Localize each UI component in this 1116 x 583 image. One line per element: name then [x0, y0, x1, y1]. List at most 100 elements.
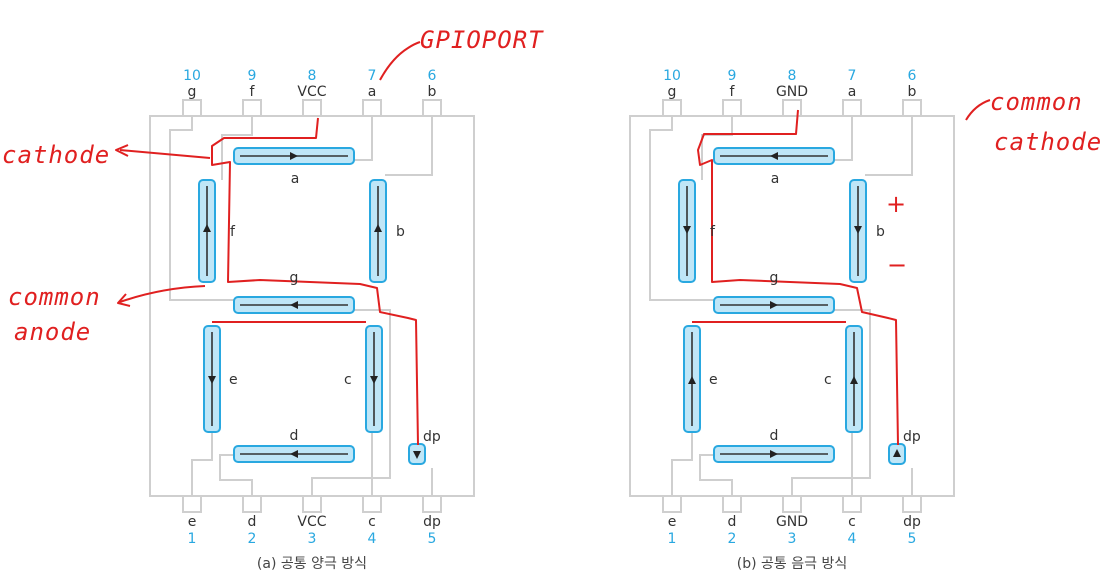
- arrow-up-icon: [688, 376, 696, 384]
- pin-label: dp: [423, 514, 441, 530]
- gpioport-leader-line: [379, 41, 421, 81]
- wire-d: [219, 454, 253, 496]
- pin-label: GND: [776, 84, 808, 100]
- pin-number: 1: [188, 531, 197, 547]
- pin-number: 9: [248, 68, 257, 84]
- arrow-right-icon: [290, 152, 298, 160]
- pin-number: 5: [908, 531, 917, 547]
- segment-label: dp: [903, 429, 921, 445]
- arrow-up-icon: [893, 449, 901, 457]
- pin-box: [722, 99, 742, 117]
- wire-g: [649, 116, 716, 301]
- pin-number: 4: [368, 531, 377, 547]
- arrow-up-icon: [850, 376, 858, 384]
- segment-label: e: [709, 372, 718, 388]
- arrow-down-icon: [208, 376, 216, 384]
- common-anode-arrow-line: [119, 285, 206, 303]
- pin-number: 4: [848, 531, 857, 547]
- wire-e: [671, 432, 693, 496]
- cathode-annotation: cathode: [2, 141, 110, 169]
- pin-number: 3: [308, 531, 317, 547]
- caption-b: (b) 공통 음극 방식: [737, 556, 847, 572]
- pin-box: [842, 99, 862, 117]
- segment-label: a: [291, 171, 300, 187]
- arrow-up-icon: [203, 224, 211, 232]
- segment-label: c: [344, 372, 352, 388]
- pin-label: a: [848, 84, 857, 100]
- segment-label: c: [824, 372, 832, 388]
- pin-box: [302, 99, 322, 117]
- pin-label: f: [250, 84, 256, 100]
- pin-number: 8: [308, 68, 317, 84]
- common-cathode-leader-line: [965, 99, 991, 121]
- pin-box: [662, 495, 682, 513]
- segment-label: dp: [423, 429, 441, 445]
- wire-b: [865, 116, 913, 176]
- pin-label: b: [428, 84, 437, 100]
- red-current-path: [697, 109, 899, 446]
- pin-label: GND: [776, 514, 808, 530]
- pin-box: [422, 99, 442, 117]
- pin-label: d: [728, 514, 737, 530]
- segment-label: f: [230, 224, 236, 240]
- pin-box: [902, 495, 922, 513]
- segment-label: f: [710, 224, 716, 240]
- pin-box: [242, 99, 262, 117]
- pin-label: VCC: [297, 84, 326, 100]
- pin-box: [842, 495, 862, 513]
- pin-number: 6: [428, 68, 437, 84]
- arrow-right-icon: [770, 301, 778, 309]
- arrow-down-icon: [413, 451, 421, 459]
- pin-number: 7: [848, 68, 857, 84]
- segment-label: e: [229, 372, 238, 388]
- wire-a: [352, 116, 373, 161]
- common-anode-annotation-line1: common: [8, 283, 101, 311]
- pin-number: 6: [908, 68, 917, 84]
- wire-e: [191, 432, 213, 496]
- cathode-arrow-line: [119, 149, 211, 159]
- pin-number: 7: [368, 68, 377, 84]
- pin-box: [242, 495, 262, 513]
- segment-label: b: [876, 224, 885, 240]
- pin-number: 10: [663, 68, 681, 84]
- pin-label: g: [188, 84, 197, 100]
- arrow-right-icon: [770, 450, 778, 458]
- pin-box: [302, 495, 322, 513]
- pin-label: dp: [903, 514, 921, 530]
- pin-number: 3: [788, 531, 797, 547]
- pin-label: e: [668, 514, 677, 530]
- pin-box: [782, 99, 802, 117]
- wire-common: [311, 309, 391, 496]
- pin-number: 1: [668, 531, 677, 547]
- pin-number: 9: [728, 68, 737, 84]
- red-current-path: [211, 117, 419, 446]
- pin-number: 10: [183, 68, 201, 84]
- pin-number: 5: [428, 531, 437, 547]
- common-anode-annotation-line2: anode: [14, 318, 91, 346]
- wire-b: [385, 116, 433, 176]
- common-cathode-annotation-line1: common: [990, 88, 1083, 116]
- arrow-left-icon: [115, 144, 129, 157]
- pin-label: a: [368, 84, 377, 100]
- pin-box: [362, 495, 382, 513]
- pin-label: b: [908, 84, 917, 100]
- pin-box: [662, 99, 682, 117]
- pin-number: 2: [728, 531, 737, 547]
- arrow-left-icon: [290, 301, 298, 309]
- arrow-down-icon: [370, 376, 378, 384]
- wire-d: [699, 454, 733, 496]
- pin-number: 8: [788, 68, 797, 84]
- pin-number: 2: [248, 531, 257, 547]
- segment-label: b: [396, 224, 405, 240]
- pin-label: d: [248, 514, 257, 530]
- pin-box: [422, 495, 442, 513]
- segment-label: g: [290, 270, 299, 286]
- wire-g: [169, 116, 236, 301]
- segment-label: g: [770, 270, 779, 286]
- pin-label: VCC: [297, 514, 326, 530]
- pin-box: [782, 495, 802, 513]
- segment-label: a: [771, 171, 780, 187]
- pin-box: [182, 99, 202, 117]
